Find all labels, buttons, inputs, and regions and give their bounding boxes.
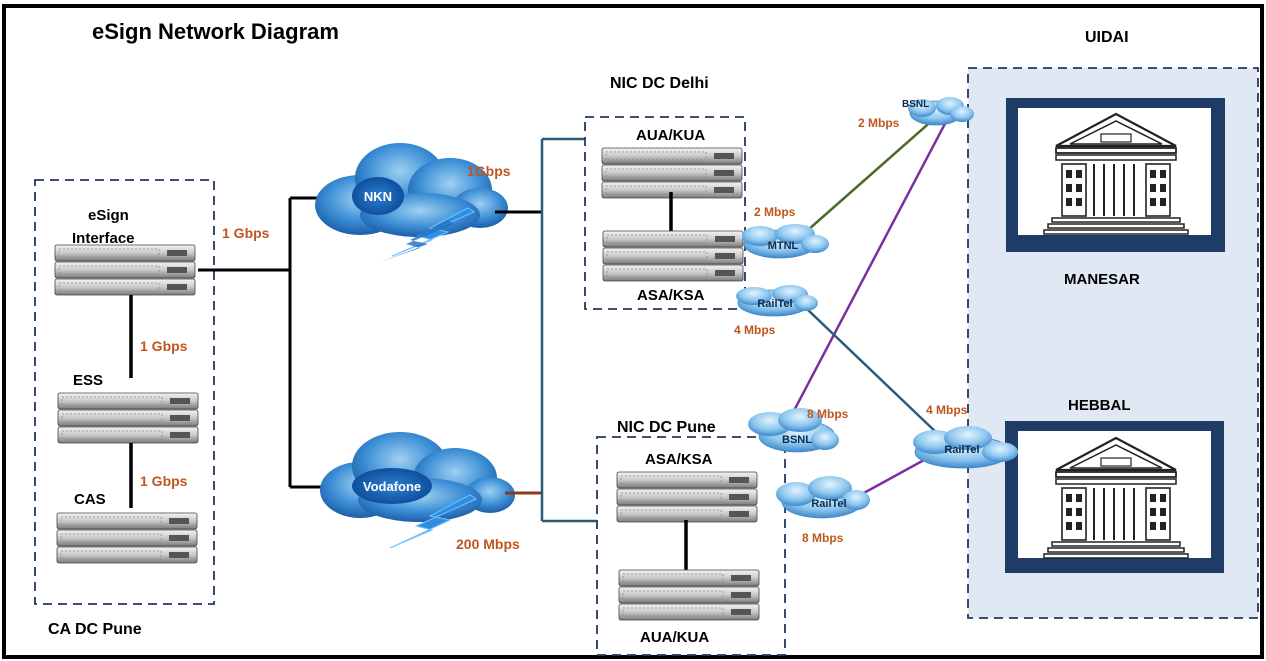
nkn-cloud — [315, 143, 508, 262]
link-mtnl-manesar — [799, 117, 936, 238]
bsnl-pune-label: BSNL — [782, 434, 812, 446]
railtel-pune-cloud — [776, 476, 870, 519]
nic-dc-delhi-box — [584, 116, 746, 310]
railtel-delhi-label: RailTel — [757, 298, 792, 310]
railtel-hebbal-cloud — [913, 426, 1018, 469]
delhi-asa-ksa-server — [602, 230, 744, 282]
ess-server — [57, 392, 199, 444]
speed-mtnl: 2 Mbps — [754, 205, 796, 219]
pune-aua-kua-label: AUA/KUA — [640, 629, 709, 646]
vodafone-cloud — [320, 432, 515, 549]
speed-esign-trunk: 1 Gbps — [222, 225, 270, 241]
ess-label: ESS — [73, 372, 103, 389]
speed-railtel-delhi: 4 Mbps — [734, 323, 776, 337]
ca-dc-pune-box — [34, 179, 215, 605]
esign-interface-server — [54, 244, 196, 296]
nic-dc-pune-box — [596, 436, 786, 656]
bsnl-top-label: BSNL — [902, 99, 929, 110]
speed-railtel-pune: 8 Mbps — [802, 531, 844, 545]
esign-label-line1: eSign — [88, 207, 129, 224]
mtnl-label: MTNL — [768, 240, 799, 252]
link-railtel-delhi-hebbal — [807, 309, 941, 437]
manesar-label: MANESAR — [1064, 271, 1140, 288]
railtel-hebbal-label: RailTel — [944, 444, 979, 456]
delhi-aua-kua-server — [601, 147, 743, 199]
railtel-pune-label: RailTel — [811, 498, 846, 510]
railtel-delhi-cloud — [736, 285, 818, 317]
nkn-label: NKN — [364, 189, 392, 204]
cas-server — [56, 512, 198, 564]
esign-label-line2: Interface — [72, 230, 135, 247]
pune-aua-kua-server — [618, 569, 760, 621]
outer-frame — [2, 4, 1264, 659]
speed-bsnl-top: 2 Mbps — [858, 116, 900, 130]
pune-asa-ksa-server — [616, 471, 758, 523]
pune-asa-ksa-label: ASA/KSA — [645, 451, 713, 468]
speed-railtel-hebbal: 4 Mbps — [926, 403, 968, 417]
link-bsnl-pune-manesar — [786, 117, 950, 423]
nic-dc-delhi-label: NIC DC Delhi — [610, 75, 709, 92]
ca-dc-pune-label: CA DC Pune — [48, 621, 142, 638]
delhi-asa-ksa-label: ASA/KSA — [637, 287, 705, 304]
diagram-title: eSign Network Diagram — [92, 19, 339, 44]
nic-dc-pune-label: NIC DC Pune — [617, 419, 716, 436]
cas-label: CAS — [74, 491, 106, 508]
mtnl-cloud — [742, 224, 829, 259]
uidai-label: UIDAI — [1085, 29, 1129, 46]
bsnl-top-cloud — [908, 97, 974, 126]
hebbal-label: HEBBAL — [1068, 397, 1131, 414]
speed-vodafone: 200 Mbps — [456, 536, 520, 552]
speed-esign-ess: 1 Gbps — [140, 338, 188, 354]
speed-ess-cas: 1 Gbps — [140, 473, 188, 489]
speed-bsnl-pune: 8 Mbps — [807, 407, 849, 421]
speed-nkn: 1Gbps — [467, 163, 511, 179]
vodafone-label: Vodafone — [363, 479, 421, 494]
delhi-aua-kua-label: AUA/KUA — [636, 127, 705, 144]
bsnl-pune-cloud — [748, 408, 839, 453]
